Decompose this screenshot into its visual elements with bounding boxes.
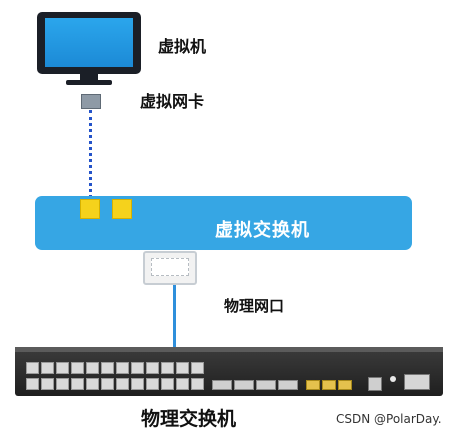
- switch-port: [86, 362, 99, 374]
- switch-port: [161, 378, 174, 390]
- sfp-port: [256, 380, 276, 390]
- switch-port: [191, 362, 204, 374]
- monitor-screen: [45, 18, 133, 67]
- power-module: [404, 374, 430, 390]
- sfp-port: [278, 380, 298, 390]
- rj45-port-inner: [151, 258, 189, 276]
- switch-port: [71, 362, 84, 374]
- physical-switch-label: 物理交换机: [141, 408, 237, 430]
- switch-port: [86, 378, 99, 390]
- virtual-link-dotted-line: [89, 110, 92, 198]
- vm-label: 虚拟机: [158, 37, 207, 56]
- switch-port: [41, 362, 54, 374]
- virtual-port-2: [112, 199, 132, 219]
- switch-port: [131, 362, 144, 374]
- switch-port: [176, 362, 189, 374]
- physical-switch-top-edge: [15, 347, 443, 352]
- vswitch-label: 虚拟交换机: [215, 220, 310, 241]
- monitor-neck: [80, 74, 98, 81]
- switch-port: [71, 378, 84, 390]
- uplink-port: [306, 380, 320, 390]
- physical-cable-line: [173, 285, 176, 348]
- nic-icon: [81, 94, 101, 109]
- uplink-port: [322, 380, 336, 390]
- watermark: CSDN @PolarDay.: [336, 412, 442, 426]
- switch-port: [176, 378, 189, 390]
- switch-port: [161, 362, 174, 374]
- sfp-port: [234, 380, 254, 390]
- console-port: [368, 377, 382, 391]
- physical-port-label: 物理网口: [224, 297, 285, 315]
- switch-port: [101, 378, 114, 390]
- switch-port: [116, 362, 129, 374]
- vnic-label: 虚拟网卡: [140, 92, 205, 111]
- switch-port: [146, 362, 159, 374]
- switch-port: [41, 378, 54, 390]
- switch-port: [191, 378, 204, 390]
- uplink-port: [338, 380, 352, 390]
- monitor-base: [66, 80, 112, 85]
- switch-port: [26, 362, 39, 374]
- virtual-port-1: [80, 199, 100, 219]
- switch-port: [56, 362, 69, 374]
- switch-port: [146, 378, 159, 390]
- switch-port: [26, 378, 39, 390]
- switch-port: [101, 362, 114, 374]
- switch-port: [56, 378, 69, 390]
- status-led: [390, 376, 396, 382]
- sfp-port: [212, 380, 232, 390]
- physical-switch-port-grid: [26, 362, 204, 390]
- switch-port: [131, 378, 144, 390]
- switch-port: [116, 378, 129, 390]
